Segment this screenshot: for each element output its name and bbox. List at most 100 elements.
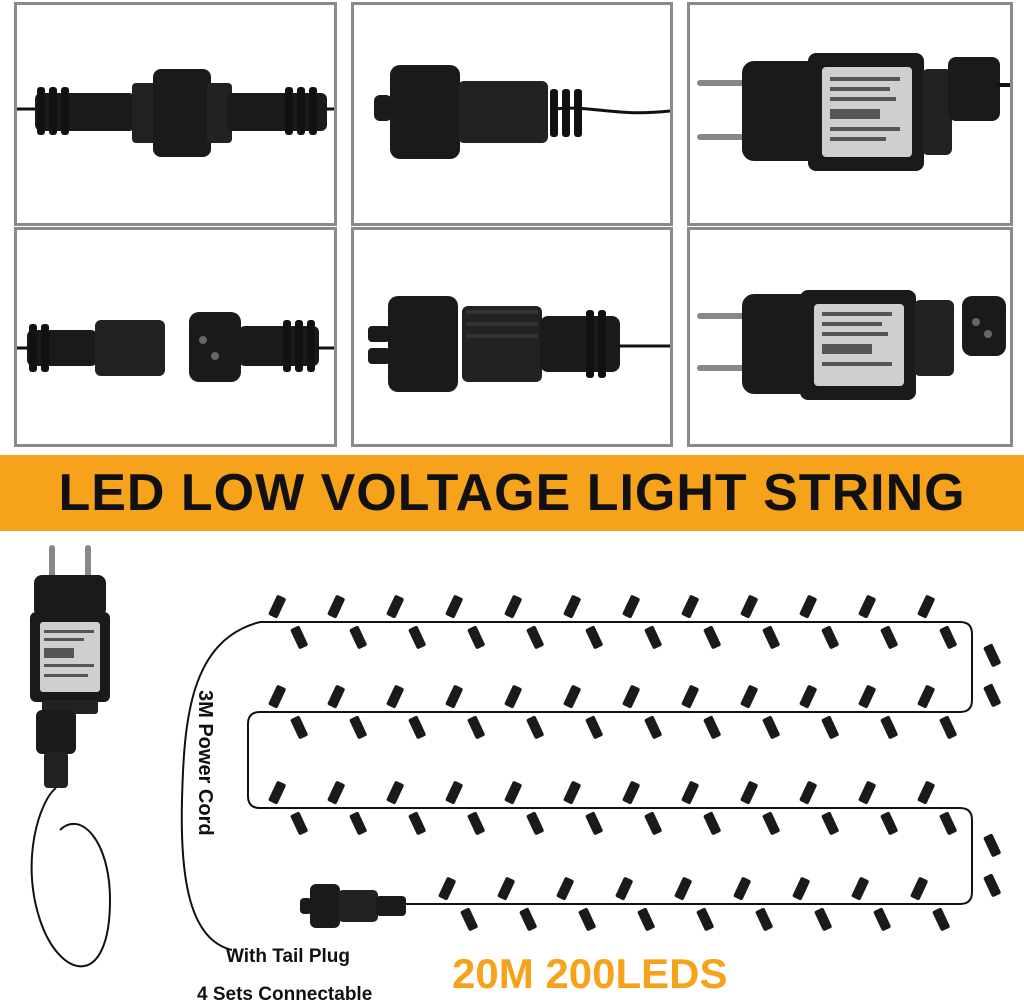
led-bulb <box>762 811 780 835</box>
led-bulb <box>983 683 1001 707</box>
led-bulb <box>497 877 515 901</box>
led-bulb <box>696 907 714 931</box>
led-bulb <box>681 781 699 805</box>
led-bulb <box>408 811 426 835</box>
led-bulb <box>585 811 603 835</box>
led-bulb <box>983 833 1001 857</box>
led-bulb <box>939 811 957 835</box>
led-bulb <box>644 715 662 739</box>
led-bulb <box>526 715 544 739</box>
separated-end-cap-illustration <box>368 296 670 392</box>
led-bulb <box>637 907 655 931</box>
led-bulb <box>615 877 633 901</box>
led-bulb <box>268 595 286 619</box>
led-bulb <box>408 625 426 649</box>
led-bulb <box>799 781 817 805</box>
led-bulb <box>563 781 581 805</box>
led-bulb <box>622 685 640 709</box>
led-bulb <box>740 781 758 805</box>
led-bulb <box>622 781 640 805</box>
led-bulb <box>851 877 869 901</box>
led-bulb <box>681 595 699 619</box>
led-bulb <box>556 877 574 901</box>
led-bulb <box>563 595 581 619</box>
led-bulb <box>445 685 463 709</box>
led-bulb <box>681 685 699 709</box>
led-bulb <box>578 907 596 931</box>
connectable-label: 4 Sets Connectable <box>197 984 373 1005</box>
led-bulb <box>349 625 367 649</box>
panel-end-cap-connector <box>351 2 673 226</box>
led-bulb <box>740 685 758 709</box>
light-string-diagram <box>30 545 1001 968</box>
led-bulb <box>799 685 817 709</box>
led-bulb <box>504 781 522 805</box>
banner-title: LED LOW VOLTAGE LIGHT STRING <box>58 464 966 522</box>
led-count-label: 20M 200LEDS <box>452 950 728 997</box>
led-bulb <box>740 595 758 619</box>
tail-plug-label: With Tail Plug <box>226 946 351 967</box>
panel-male-female-separated <box>14 227 337 447</box>
title-banner: LED LOW VOLTAGE LIGHT STRING <box>0 455 1024 531</box>
led-bulb <box>445 781 463 805</box>
led-bulb <box>622 595 640 619</box>
separated-connectors-illustration <box>17 312 334 382</box>
led-bulb <box>290 811 308 835</box>
led-bulb <box>467 715 485 739</box>
led-bulb <box>858 781 876 805</box>
led-bulb <box>467 625 485 649</box>
tail-plug-icon <box>300 884 406 928</box>
panel-adapter-connected <box>687 2 1013 226</box>
led-bulb <box>349 715 367 739</box>
end-cap-illustration <box>374 65 670 159</box>
led-bulb <box>792 877 810 901</box>
led-bulbs <box>268 595 1001 931</box>
led-bulb <box>858 595 876 619</box>
led-bulb <box>703 811 721 835</box>
led-bulb <box>703 625 721 649</box>
led-bulb <box>821 811 839 835</box>
led-bulb <box>733 877 751 901</box>
panel-adapter-separated <box>687 227 1013 447</box>
led-bulb <box>910 877 928 901</box>
led-bulb <box>755 907 773 931</box>
led-bulb <box>799 595 817 619</box>
led-bulb <box>814 907 832 931</box>
led-bulb <box>327 595 345 619</box>
led-bulb <box>983 873 1001 897</box>
led-bulb <box>268 685 286 709</box>
led-bulb <box>445 595 463 619</box>
led-bulb <box>467 811 485 835</box>
led-bulb <box>762 625 780 649</box>
led-bulb <box>917 685 935 709</box>
led-bulb <box>983 643 1001 667</box>
power-cord-label: 3M Power Cord <box>194 690 216 836</box>
led-bulb <box>703 715 721 739</box>
connector-pair-illustration <box>17 69 334 157</box>
led-bulb <box>563 685 581 709</box>
led-bulb <box>526 625 544 649</box>
led-bulb <box>917 781 935 805</box>
led-bulb <box>939 625 957 649</box>
led-bulb <box>290 625 308 649</box>
led-bulb <box>408 715 426 739</box>
led-bulb <box>519 907 537 931</box>
led-bulb <box>386 685 404 709</box>
led-bulb <box>386 781 404 805</box>
led-bulb <box>290 715 308 739</box>
adapter-separated-illustration <box>697 290 1006 400</box>
led-bulb <box>858 685 876 709</box>
led-bulb <box>880 625 898 649</box>
led-bulb <box>932 907 950 931</box>
led-bulb <box>327 781 345 805</box>
adapter-plug-illustration <box>697 53 1010 171</box>
led-bulb <box>526 811 544 835</box>
led-bulb <box>504 595 522 619</box>
led-bulb <box>644 811 662 835</box>
led-bulb <box>762 715 780 739</box>
power-cord-label-wrap: 3M Power Cord <box>186 690 226 880</box>
led-bulb <box>349 811 367 835</box>
led-bulb <box>939 715 957 739</box>
led-bulb <box>644 625 662 649</box>
panel-end-cap-separated <box>351 227 673 447</box>
